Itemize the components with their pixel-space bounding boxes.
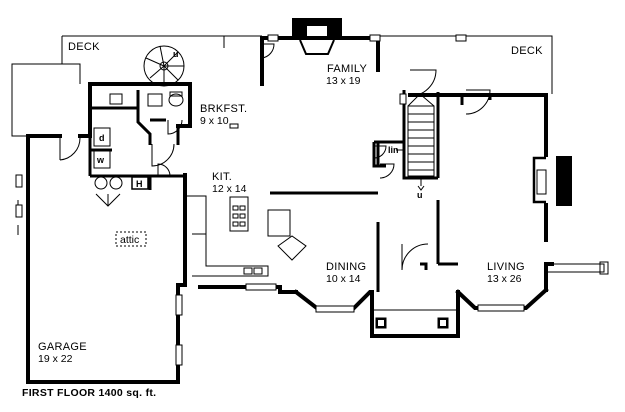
deck-left-label: DECK bbox=[68, 41, 100, 53]
living-fireplace bbox=[532, 156, 572, 206]
family-room-size: 13 x 19 bbox=[326, 75, 361, 87]
dryer-label: d bbox=[99, 133, 105, 143]
garage-door-swing bbox=[59, 136, 121, 207]
deck-right-label: DECK bbox=[511, 45, 543, 57]
dryer-box bbox=[93, 127, 111, 147]
main-staircase bbox=[396, 93, 435, 191]
water-heater-label: H bbox=[136, 179, 143, 189]
kit-room-size: 12 x 14 bbox=[212, 183, 247, 195]
garage-room-size: 19 x 22 bbox=[38, 353, 73, 365]
spiral-stair-up-label: u bbox=[173, 49, 179, 59]
deck-left bbox=[11, 35, 262, 137]
washer-label: w bbox=[96, 155, 105, 165]
washer-box bbox=[93, 149, 111, 169]
windows bbox=[15, 34, 525, 366]
floor-caption: FIRST FLOOR 1400 sq. ft. bbox=[22, 387, 156, 399]
living-room-label: LIVING bbox=[487, 261, 525, 273]
dining-room-size: 10 x 14 bbox=[326, 273, 361, 285]
brkfst-room-size: 9 x 10 bbox=[200, 115, 229, 127]
spiral-stair bbox=[143, 45, 185, 87]
stair-up-label: u bbox=[417, 190, 423, 200]
attic-label: attic bbox=[120, 234, 139, 246]
kit-room-label: KIT. bbox=[212, 171, 232, 183]
entry-porch bbox=[371, 309, 459, 337]
living-room-size: 13 x 26 bbox=[487, 273, 522, 285]
deck-right bbox=[378, 35, 609, 275]
door-swings bbox=[151, 43, 491, 271]
family-room-label: FAMILY bbox=[327, 63, 367, 75]
brkfst-room-label: BRKFST. bbox=[200, 103, 247, 115]
attic-hatch: attic bbox=[115, 231, 147, 247]
garage-room-label: GARAGE bbox=[38, 341, 87, 353]
interior-walls bbox=[88, 84, 492, 292]
bath-fixtures bbox=[93, 91, 184, 190]
family-fireplace bbox=[292, 18, 342, 55]
kitchen-counters bbox=[185, 195, 307, 277]
linen-closet-label: lin bbox=[388, 145, 399, 155]
dining-room-label: DINING bbox=[326, 261, 366, 273]
